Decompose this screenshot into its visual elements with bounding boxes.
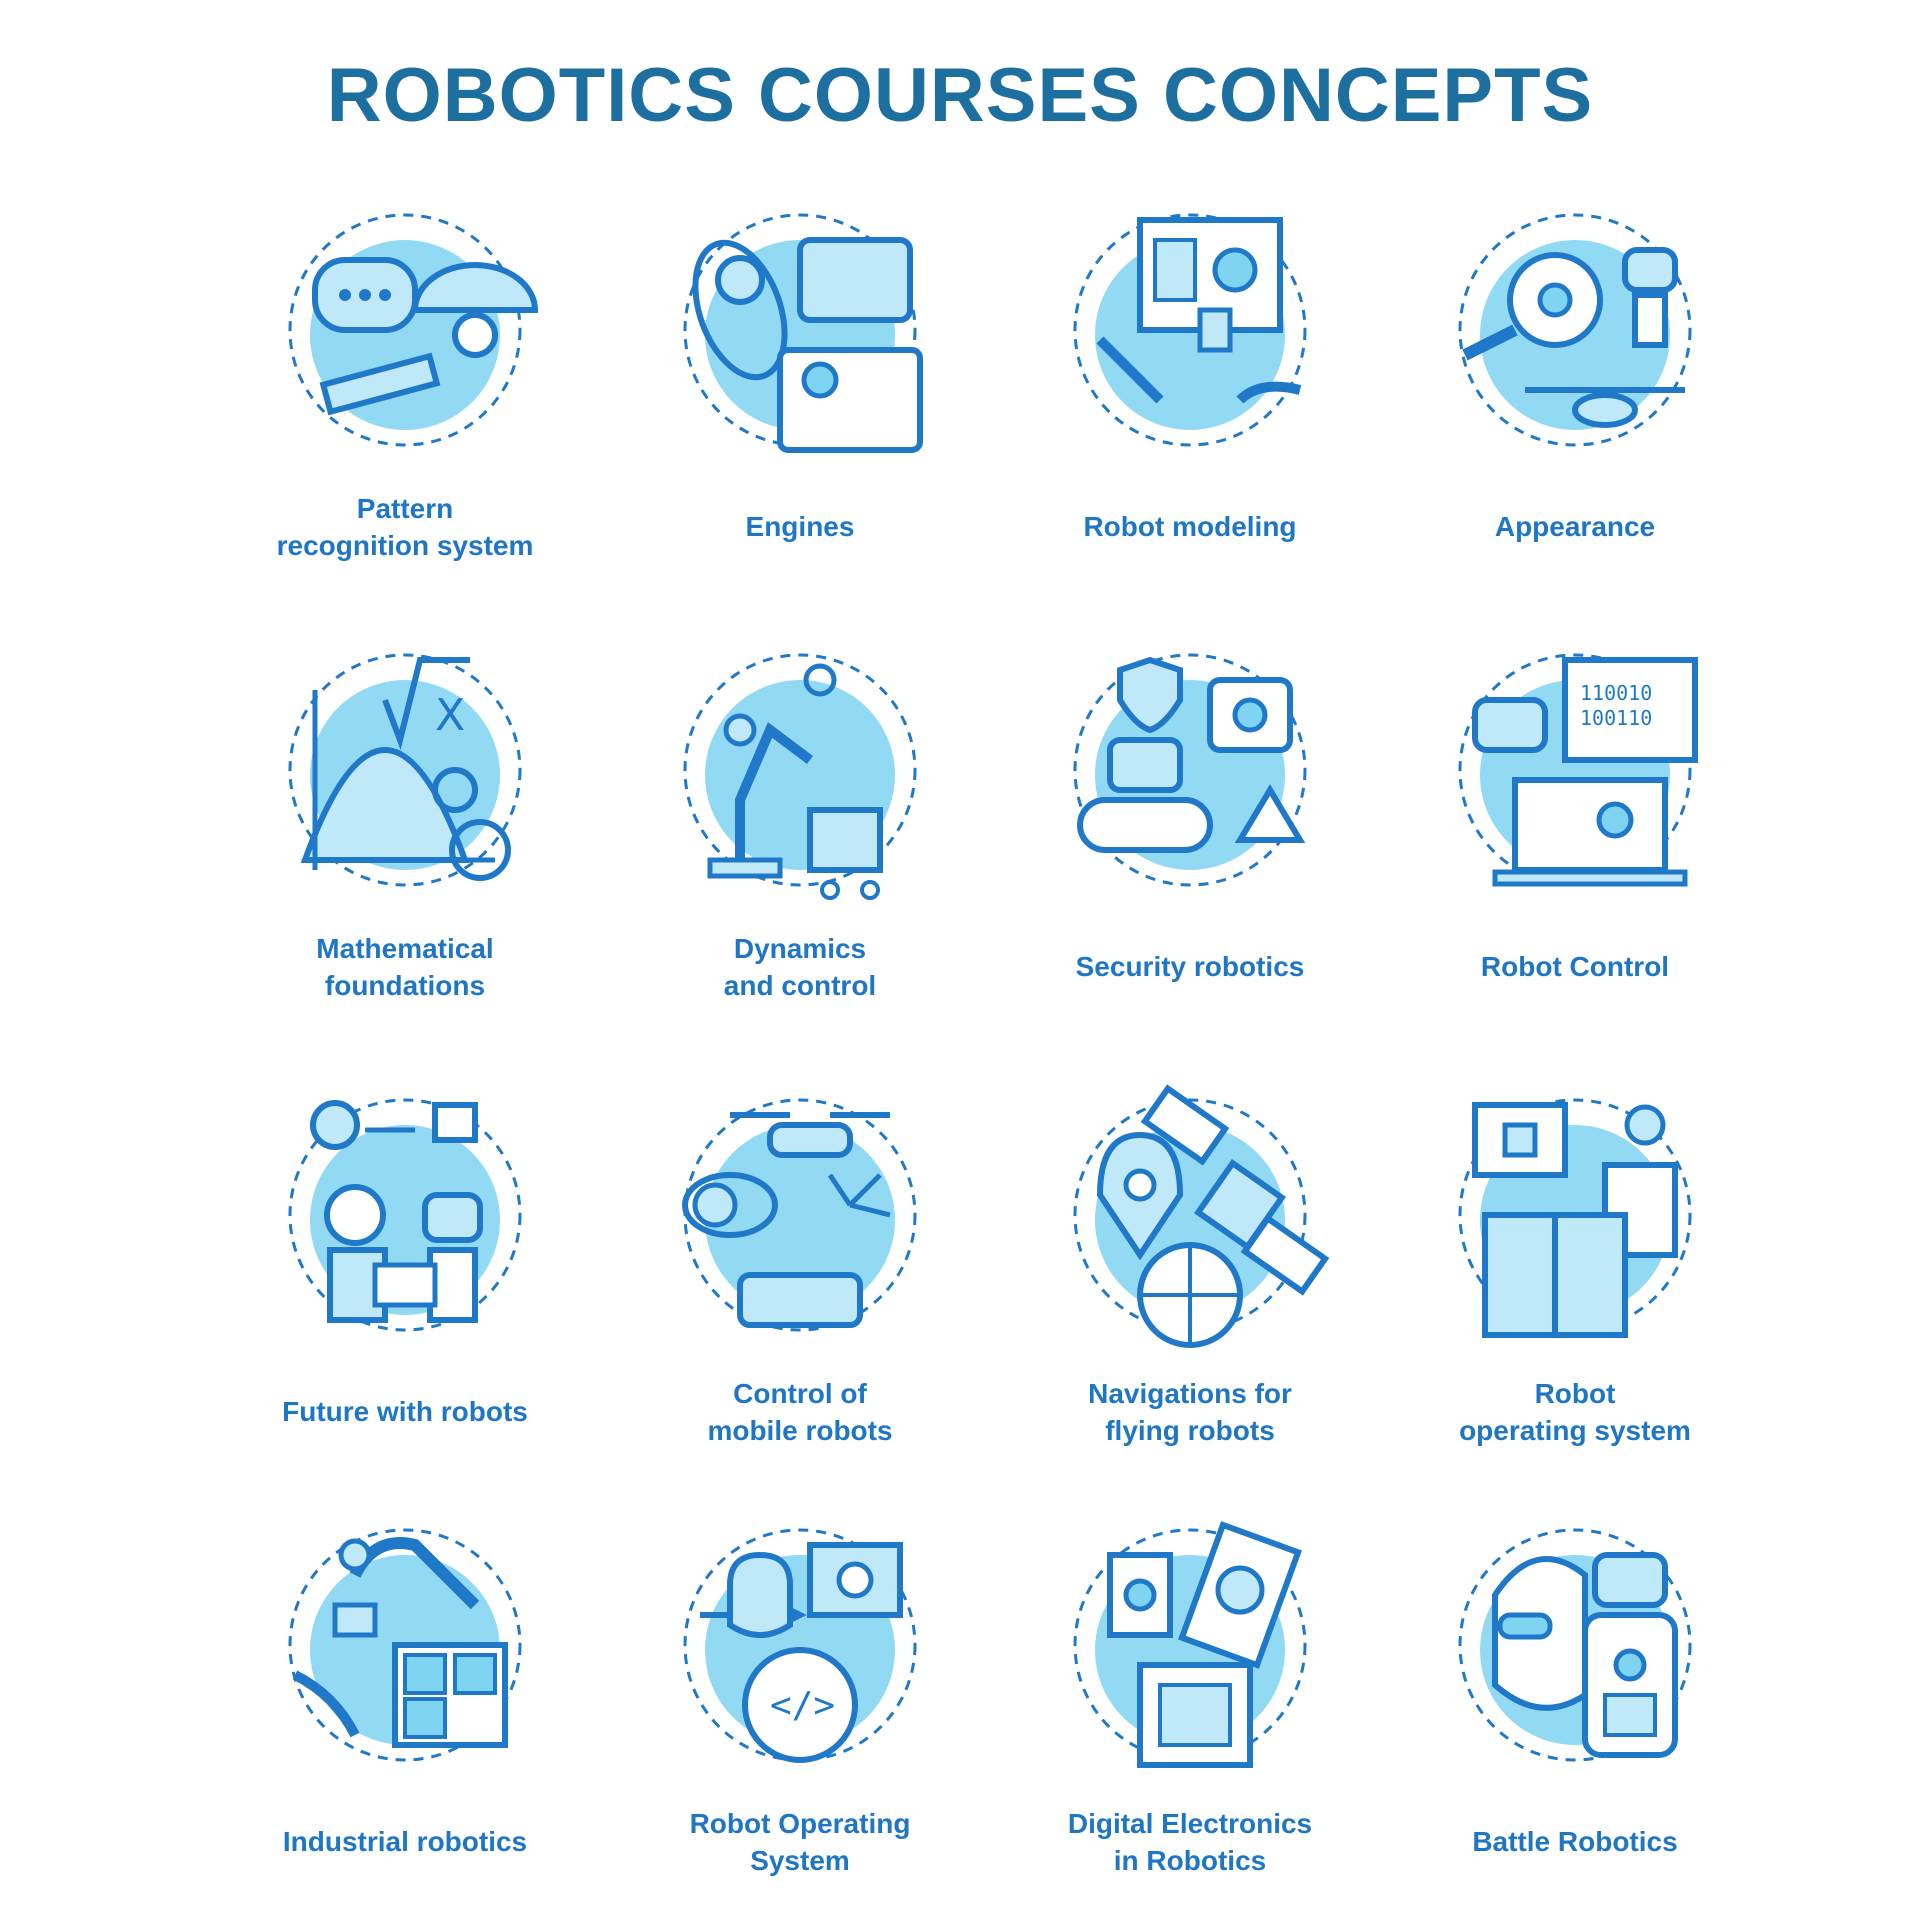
concept-label-line1: Digital Electronics [1067, 1808, 1313, 1839]
math-icon: X [288, 653, 522, 887]
concept-label-line1: Battle Robotics [1472, 1826, 1678, 1857]
concept-label: Digital Electronics in Robotics [1000, 1805, 1380, 1879]
robot-modeling-icon [1073, 213, 1307, 447]
camera-robot-icon [288, 213, 539, 447]
concept-label: Security robotics [1000, 948, 1380, 985]
concept-3: Robot modeling [1000, 190, 1380, 590]
concept-4: Appearance [1385, 190, 1765, 590]
concept-1: Pattern recognition system [215, 190, 595, 590]
concept-label: Future with robots [215, 1393, 595, 1430]
concept-label: Dynamics and control [610, 930, 990, 1004]
concept-label-line1: Future with robots [282, 1396, 528, 1427]
concept-6: Dynamics and control [610, 630, 990, 1030]
svg-text:110010: 110010 [1580, 681, 1652, 705]
concept-label-line1: Appearance [1494, 511, 1656, 542]
concept-2: Engines [610, 190, 990, 590]
industrial-chip-icon [288, 1528, 522, 1762]
concept-label-line2: foundations [324, 970, 486, 1001]
concept-label: Navigations for flying robots [1000, 1375, 1380, 1449]
page-title: ROBOTICS COURSES CONCEPTS [326, 53, 1594, 138]
concept-15: Digital Electronics in Robotics [1000, 1505, 1380, 1905]
svg-text:X: X [435, 690, 465, 741]
concept-label: Appearance [1385, 508, 1765, 545]
concept-11: Navigations for flying robots [1000, 1075, 1380, 1475]
concept-label: Robot modeling [1000, 508, 1380, 545]
concept-label-line1: Robot modeling [1083, 511, 1297, 542]
concept-label-line2: flying robots [1105, 1415, 1275, 1446]
concept-label-line1: Robot [1534, 1378, 1616, 1409]
concept-label: Industrial robotics [215, 1823, 595, 1860]
drone-control-icon [682, 1098, 917, 1332]
future-robots-icon [288, 1098, 522, 1332]
concept-label-line1: Navigations for [1088, 1378, 1292, 1409]
concept-label-line1: Security robotics [1075, 951, 1305, 982]
concept-10: Control of mobile robots [610, 1075, 990, 1475]
concept-13: Industrial robotics [215, 1505, 595, 1905]
concept-label-line1: Pattern [356, 493, 454, 524]
electronics-chip-icon [1073, 1521, 1307, 1768]
robot-arm-icon [683, 653, 917, 900]
concept-label: Robot Control [1385, 948, 1765, 985]
concept-label-line2: and control [723, 970, 877, 1001]
concept-label-line1: Control of [733, 1378, 867, 1409]
concept-label-line2: mobile robots [707, 1415, 893, 1446]
appearance-icon [1458, 213, 1692, 447]
satellite-icon [1073, 1084, 1330, 1348]
concept-label-line2: operating system [1459, 1415, 1691, 1446]
concept-label-line2: System [750, 1845, 850, 1876]
concept-label-line1: Engines [745, 511, 855, 542]
concept-label-line2: in Robotics [1113, 1845, 1267, 1876]
concept-label-line1: Industrial robotics [282, 1826, 528, 1857]
concept-14: </> Robot Operating System [610, 1505, 990, 1905]
concept-7: Security robotics [1000, 630, 1380, 1030]
concept-label: Mathematical foundations [215, 930, 595, 1004]
concept-9: Future with robots [215, 1075, 595, 1475]
concept-label: Engines [610, 508, 990, 545]
engine-icon [683, 213, 923, 453]
concept-label-line1: Robot Operating [689, 1808, 911, 1839]
battle-robot-icon [1458, 1528, 1692, 1762]
concept-5: X Mathematical foundations [215, 630, 595, 1030]
concept-label: Robot Operating System [610, 1805, 990, 1879]
concept-label: Pattern recognition system [215, 490, 595, 564]
concept-label-line1: Robot Control [1480, 951, 1670, 982]
concept-label: Robot operating system [1385, 1375, 1765, 1449]
concept-label-line1: Dynamics [733, 933, 867, 964]
concept-16: Battle Robotics [1385, 1505, 1765, 1905]
svg-text:</>: </> [770, 1685, 835, 1726]
concept-label-line1: Mathematical [316, 933, 494, 964]
concept-label-line2: recognition system [276, 530, 534, 561]
concept-12: Robot operating system [1385, 1075, 1765, 1475]
concept-label: Battle Robotics [1385, 1823, 1765, 1860]
concept-label: Control of mobile robots [610, 1375, 990, 1449]
server-icon [1458, 1098, 1692, 1338]
code-target-icon: </> [683, 1528, 917, 1763]
security-robot-icon [1073, 653, 1307, 887]
svg-text:100110: 100110 [1580, 706, 1652, 730]
